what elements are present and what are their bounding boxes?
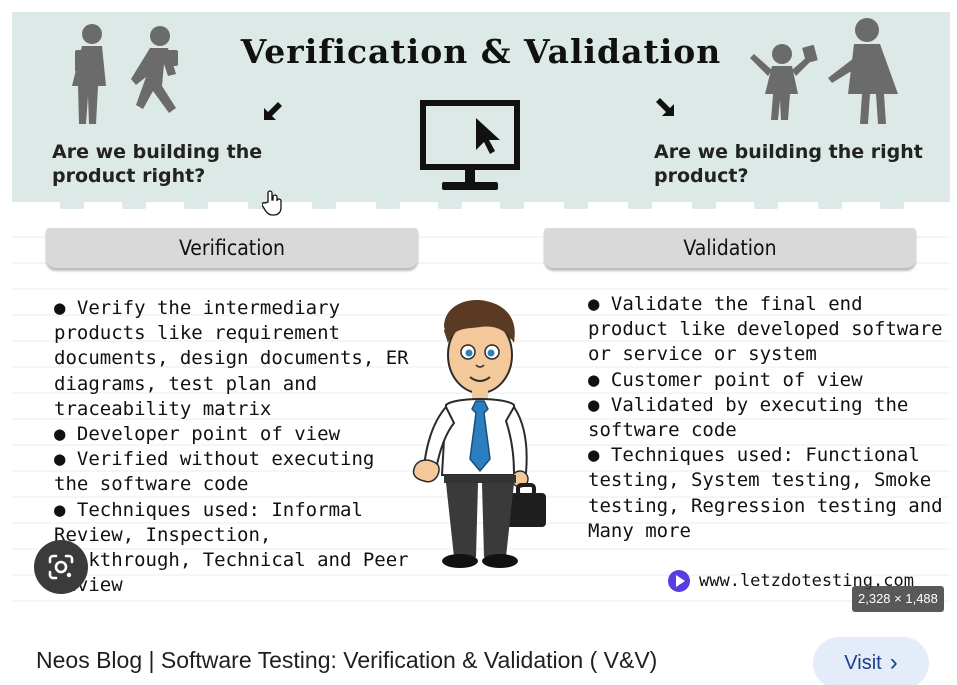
list-item: ● Techniques used: Functional testing, S… — [588, 443, 948, 544]
visit-button[interactable]: Visit › — [813, 637, 929, 685]
bullet-dot: ● — [54, 297, 66, 319]
bullet-text: Techniques used: Functional testing, Sys… — [588, 444, 943, 542]
google-lens-button[interactable] — [34, 540, 88, 594]
list-item: ● Developer point of view — [54, 422, 414, 447]
verification-bullet-list: ● Verify the intermediary products like … — [54, 296, 414, 598]
list-item: ● Verified without executing the softwar… — [54, 447, 414, 497]
infographic-image[interactable]: Verification & Validation Are we buildin… — [12, 12, 950, 612]
bullet-text: Validate the final end product like deve… — [588, 293, 943, 366]
bullet-dot: ● — [588, 293, 600, 315]
bullet-text: Verify the intermediary products like re… — [54, 297, 409, 420]
bullet-dot: ● — [588, 444, 600, 467]
bullet-dot: ● — [588, 393, 600, 416]
question-right: Are we building the right product? — [654, 141, 923, 187]
businessman-illustration — [412, 300, 546, 568]
list-item: ● Validate the final end product like de… — [588, 292, 948, 368]
chevron-right-icon: › — [889, 649, 898, 676]
verification-header: Verification — [46, 228, 418, 268]
list-item: ● Techniques used: Informal Review, Insp… — [54, 498, 414, 599]
perforation-row — [12, 196, 950, 210]
list-item: ● Validated by executing the software co… — [588, 393, 948, 443]
right-margin — [950, 0, 957, 685]
validation-header: Validation — [544, 228, 916, 268]
bullet-dot: ● — [54, 423, 66, 446]
monitor-cursor-icon — [420, 100, 520, 190]
visit-button-label: Visit — [844, 651, 882, 674]
list-item: ● Verify the intermediary products like … — [54, 296, 414, 422]
google-lens-icon — [48, 554, 74, 580]
hand-cursor-icon — [262, 190, 282, 216]
infographic-title: Verification & Validation — [240, 32, 722, 71]
bullet-text: Techniques used: Informal Review, Inspec… — [54, 498, 409, 597]
result-caption[interactable]: Neos Blog | Software Testing: Verificati… — [36, 647, 658, 673]
question-left: Are we building the product right? — [52, 141, 263, 187]
list-item: ● Customer point of view — [588, 368, 948, 393]
arrow-down-left-icon — [264, 102, 282, 120]
bullet-dot: ● — [588, 368, 600, 391]
arrow-down-right-icon — [656, 98, 674, 116]
bullet-dot: ● — [54, 448, 66, 471]
bullet-dot: ● — [54, 498, 66, 521]
parent-child-icon — [750, 18, 898, 124]
bullet-text: Verified without executing the software … — [54, 448, 375, 496]
image-dimensions-badge: 2,328 × 1,488 — [852, 586, 944, 612]
play-icon — [668, 570, 690, 592]
validation-bullet-list: ● Validate the final end product like de… — [588, 292, 948, 544]
bullet-text: Developer point of view — [76, 423, 341, 446]
kids-walking-icon — [72, 24, 178, 124]
bullet-text: Customer point of view — [610, 368, 863, 391]
bullet-text: Validated by executing the software code — [588, 393, 909, 442]
left-margin — [0, 0, 12, 685]
